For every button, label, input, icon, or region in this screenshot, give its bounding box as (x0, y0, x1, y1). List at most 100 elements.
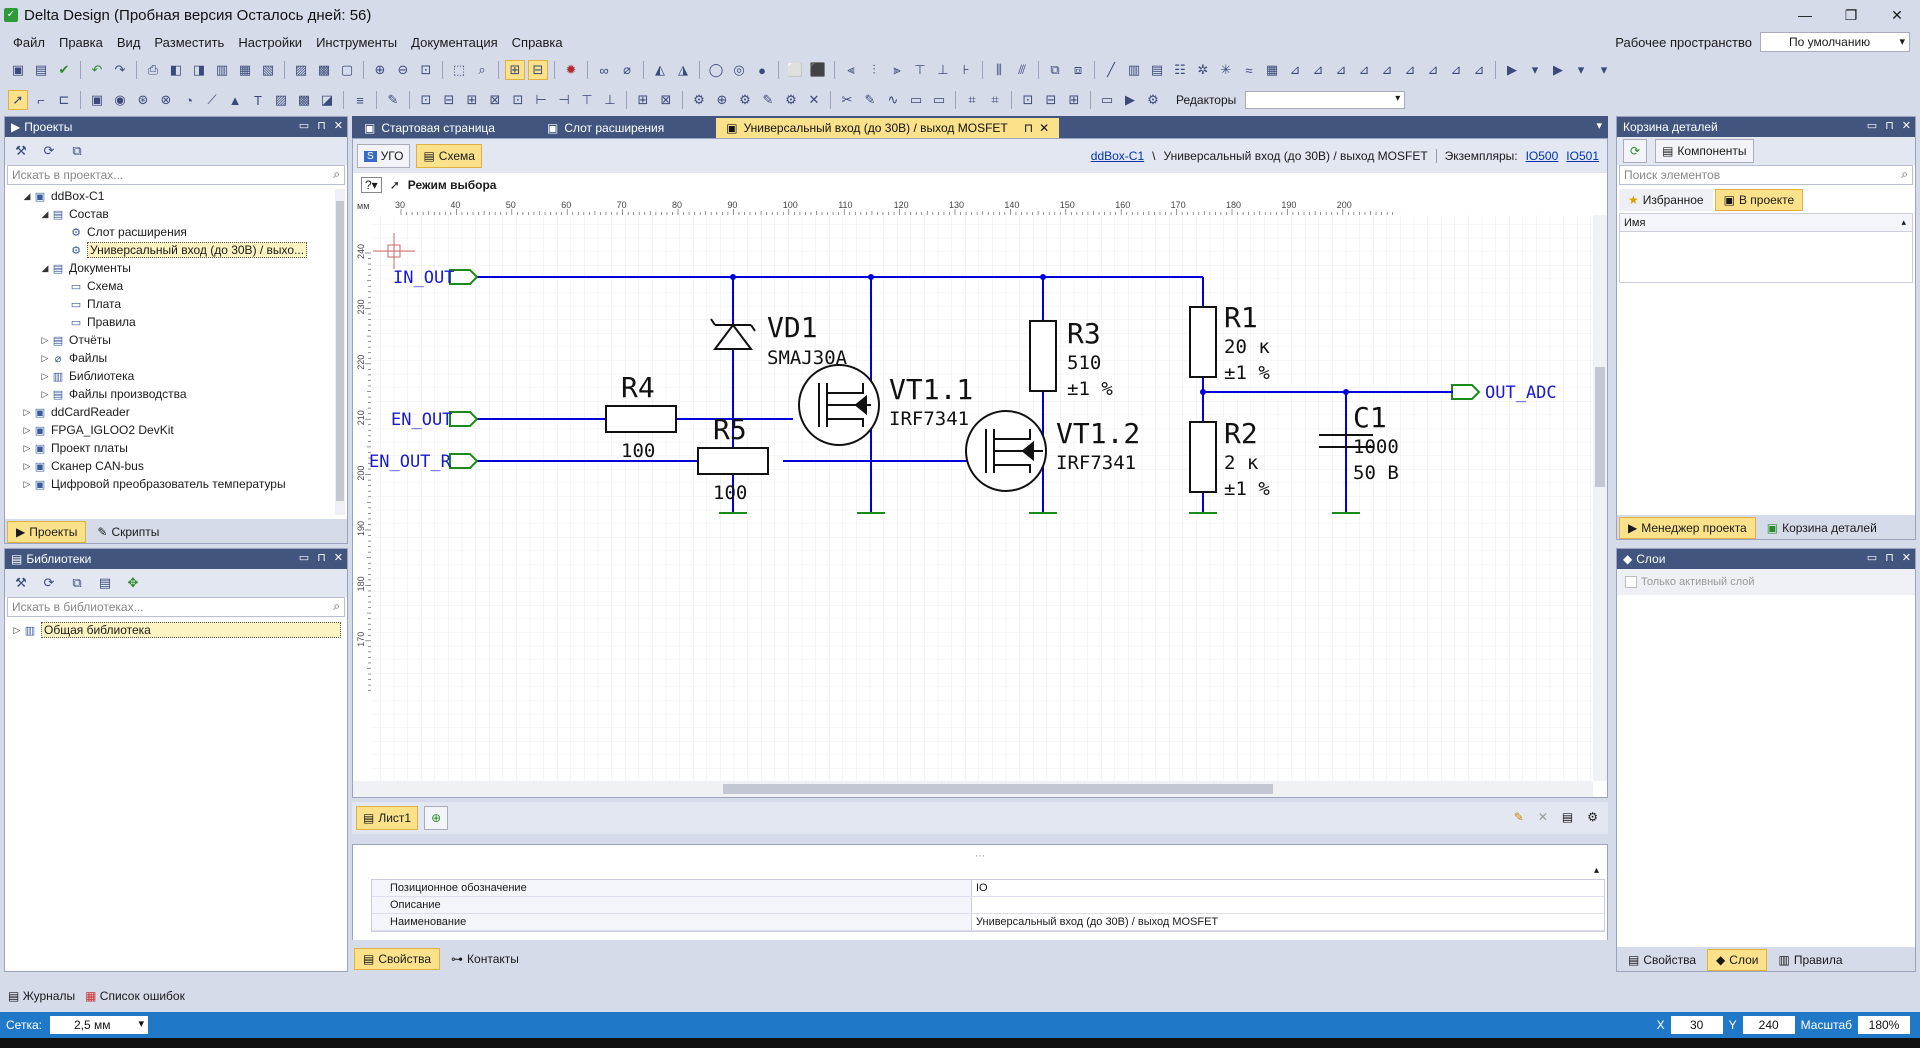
zoom-fit-icon[interactable]: ⊡ (420, 62, 432, 77)
panel-close-icon[interactable]: ✕ (333, 120, 343, 132)
projects-search-input[interactable]: Искать в проектах... ⌕ (7, 165, 345, 185)
port-in-out[interactable] (449, 269, 479, 285)
port-en-out-r[interactable] (449, 453, 479, 469)
tree-item[interactable]: ▷▣FPGA_IGLOO2 DevKit (5, 421, 347, 439)
menu-documentation[interactable]: Документация (411, 34, 498, 50)
dropdown2-icon[interactable]: ▾ (1577, 62, 1585, 77)
tool-o-icon[interactable]: ✲ (1197, 62, 1209, 77)
align-mid-icon[interactable]: ⊥ (937, 62, 949, 77)
doc-tab-slot[interactable]: ▣Слот расширения (546, 121, 665, 135)
collapse-icon[interactable]: ⧉ (72, 143, 82, 158)
expand-arrow-icon[interactable]: ▷ (41, 370, 49, 381)
tree-item[interactable]: ▭Схема (70, 279, 124, 293)
layers-dock-icon[interactable]: ⊓ (1885, 552, 1894, 564)
tool-l-icon[interactable]: ⬜ (786, 62, 804, 77)
tool-a-icon[interactable]: ◧ (169, 62, 183, 77)
port-tool-icon[interactable]: ⊗ (160, 92, 172, 107)
snap-object-icon[interactable]: ⊟ (528, 60, 548, 80)
ungroup-icon[interactable]: ⧈ (1073, 62, 1083, 77)
distribute-v-icon[interactable]: ⫻ (1018, 62, 1026, 77)
resistor-r2[interactable] (1189, 421, 1217, 493)
play2-icon[interactable]: ▶ (1125, 92, 1135, 107)
tool-ii-icon[interactable]: ⊤ (581, 92, 593, 107)
tree-item[interactable]: ◢▤Документы (5, 259, 347, 277)
tool-nn-icon[interactable]: ⊕ (716, 92, 728, 107)
bus-tool-icon[interactable]: ⊏ (58, 92, 70, 107)
lib-tool-icon[interactable]: ⚒ (15, 575, 27, 590)
instance-link-io500[interactable]: IO500 (1525, 149, 1559, 163)
parts-pin-icon[interactable]: ▭ (1866, 120, 1878, 132)
tool-ab-icon[interactable]: ⊟ (1045, 92, 1057, 107)
libraries-search-input[interactable]: Искать в библиотеках... ⌕ (7, 597, 345, 617)
tool-vv-icon[interactable]: ▭ (909, 92, 923, 107)
library-item[interactable]: ▷ ▥ Общая библиотека (5, 621, 347, 639)
tool-n-icon[interactable]: ☷ (1174, 62, 1186, 77)
tool-aa-icon[interactable]: ⊿ (1473, 62, 1485, 77)
tab-in-project[interactable]: ▣В проекте (1714, 189, 1804, 211)
tree-item[interactable]: ▷⌀Файлы (5, 349, 347, 367)
sheet-settings-icon[interactable]: ⚙ (1587, 810, 1598, 824)
menu-tools[interactable]: Инструменты (316, 34, 398, 50)
tool-tt-icon[interactable]: ✎ (864, 92, 876, 107)
line-icon[interactable]: ╱ (1107, 62, 1115, 77)
redo-icon[interactable]: ↷ (114, 62, 126, 77)
tree-item[interactable]: ⚙Слот расширения (5, 223, 347, 241)
tool-t-icon[interactable]: ⊿ (1312, 62, 1324, 77)
property-row[interactable]: Описание (372, 897, 1604, 914)
tool-k-icon[interactable]: ● (758, 62, 766, 78)
tool-mm-icon[interactable]: ⚙ (693, 92, 705, 107)
tab-projects[interactable]: ▶Проекты (7, 521, 87, 543)
menu-view[interactable]: Вид (116, 34, 141, 50)
tool-cc-icon[interactable]: ⊟ (443, 92, 455, 107)
tool-zz-icon[interactable]: ⊡ (1022, 92, 1034, 107)
tool-b-icon[interactable]: ◨ (192, 62, 206, 77)
tab-rules[interactable]: ▥Правила (1778, 953, 1843, 967)
image2-tool-icon[interactable]: ▩ (297, 92, 311, 107)
resistor-r5[interactable] (697, 447, 769, 475)
tab-layers[interactable]: ◆Слои (1707, 949, 1768, 971)
capacitor-c1[interactable] (1319, 434, 1373, 448)
tool-s-icon[interactable]: ⊿ (1289, 62, 1301, 77)
expand-arrow-icon[interactable]: ▷ (41, 334, 49, 345)
mosfet-vt1-1[interactable] (798, 364, 880, 446)
tool-v-icon[interactable]: ⊿ (1358, 62, 1370, 77)
customize-icon[interactable]: ▾ (1600, 62, 1608, 77)
expand-arrow-icon[interactable]: ▷ (23, 460, 31, 471)
expand-arrow-icon[interactable]: ▷ (13, 624, 21, 635)
distribute-h-icon[interactable]: ⫼ (996, 62, 1002, 77)
expand-arrow-icon[interactable]: ▷ (23, 478, 31, 489)
expand-arrow-icon[interactable]: ◢ (41, 208, 49, 219)
net-tool-icon[interactable]: ⊛ (137, 92, 149, 107)
expand-arrow-icon[interactable]: ▷ (23, 424, 31, 435)
tool-ff-icon[interactable]: ⊡ (512, 92, 524, 107)
tab-layer-properties[interactable]: ▤Свойства (1628, 953, 1697, 967)
tool-yy-icon[interactable]: ⌗ (991, 92, 999, 107)
tool-i-icon[interactable]: ◯ (708, 62, 724, 77)
rotate-icon[interactable]: ◮ (678, 62, 688, 77)
layers-close-icon[interactable]: ✕ (1901, 552, 1911, 564)
lib-dock-icon[interactable]: ⊓ (317, 552, 326, 564)
minimize-button[interactable]: — (1798, 7, 1812, 23)
tool-pp-icon[interactable]: ✎ (762, 92, 774, 107)
tree-item[interactable]: ▷▣Проект платы (5, 439, 347, 457)
layer-tool-icon[interactable]: ≡ (356, 92, 364, 108)
workspace-select[interactable]: По умолчанию (1760, 32, 1910, 52)
zoom-select-icon[interactable]: ⌕ (478, 62, 486, 77)
tab-properties[interactable]: ▤Свойства (354, 948, 441, 970)
tree-item[interactable]: ▷▥Библиотека (5, 367, 347, 385)
group-icon[interactable]: ⧉ (1050, 62, 1060, 77)
zoom-area-icon[interactable]: ⬚ (452, 62, 466, 77)
tool-xx-icon[interactable]: ⌗ (968, 92, 976, 107)
tab-favorites[interactable]: ★Избранное (1619, 189, 1713, 211)
edit-tool-icon[interactable]: ✎ (387, 92, 399, 107)
snap-grid-icon[interactable]: ⊞ (505, 60, 525, 80)
tool-m-icon[interactable]: ⬛ (809, 62, 827, 77)
tab-parts-basket[interactable]: ▣Корзина деталей (1766, 521, 1877, 535)
resistor-r3[interactable] (1029, 320, 1057, 392)
tool-ll-icon[interactable]: ⊠ (660, 92, 672, 107)
resistor-r1[interactable] (1189, 306, 1217, 378)
pin-icon[interactable]: ▭ (298, 120, 310, 132)
tool-p-icon[interactable]: ✳ (1220, 62, 1232, 77)
horizontal-scroll-thumb[interactable] (723, 784, 1273, 794)
